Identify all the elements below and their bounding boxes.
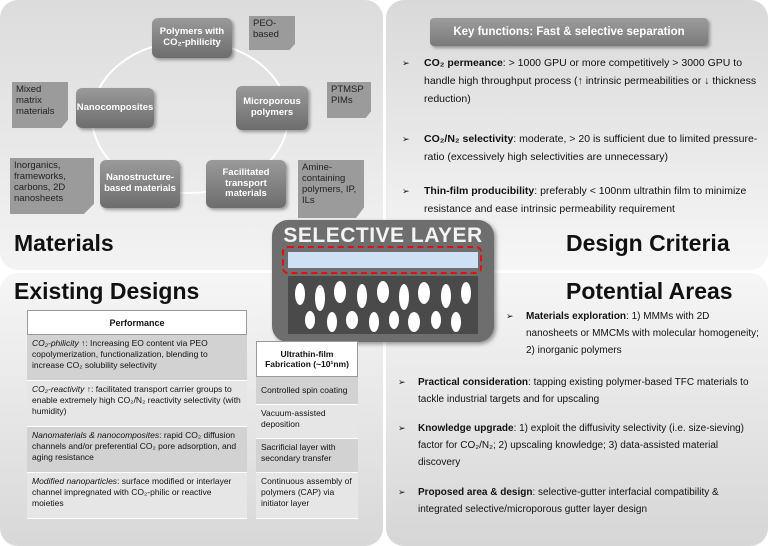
- potential-text: : 1) exploit the diffusivity selectivity…: [418, 423, 745, 468]
- peo-based-text: PEO-based: [253, 18, 279, 40]
- nanocomposites-box: Nanocomposites: [76, 88, 154, 128]
- performance-row: CO₂-philicity ↑: Increasing EO content v…: [27, 335, 247, 381]
- criterion-head: CO₂/N₂ selectivity: [424, 133, 514, 145]
- existing-designs-title: Existing Designs: [14, 278, 200, 304]
- row-text: : rapid CO₂ diffusion channels and/or pr…: [32, 430, 237, 462]
- fabrication-row: Sacrificial layer with secondary transfe…: [256, 439, 358, 473]
- potential-knowledge-upgrade: ➢ Knowledge upgrade: 1) exploit the diff…: [398, 420, 760, 471]
- materials-title: Materials: [14, 230, 114, 256]
- performance-row: CO₂-reactivity ↑: facilitated transport …: [27, 381, 247, 427]
- criterion-co2-n2-selectivity: ➢ CO₂/N₂ selectivity: moderate, > 20 is …: [402, 130, 758, 166]
- potential-areas-title: Potential Areas: [566, 278, 733, 304]
- potential-practical-consideration: ➢ Practical consideration: tapping exist…: [398, 374, 760, 408]
- potential-head: Practical consideration: [418, 377, 529, 388]
- fabrication-header: Ultrathin-film Fabrication (~10¹nm): [256, 341, 358, 377]
- selective-film-highlight: [282, 246, 482, 274]
- row-head: Modified nanoparticles: [32, 476, 118, 486]
- criterion-co2-permeance: ➢ CO₂ permeance: > 1000 GPU or more comp…: [402, 54, 758, 108]
- peo-based-note: PEO-based: [249, 16, 295, 50]
- criterion-thin-film: ➢ Thin-film producibility: preferably < …: [402, 182, 758, 218]
- selective-layer-graphic: SELECTIVE LAYER: [272, 220, 494, 342]
- potential-head: Proposed area & design: [418, 487, 533, 498]
- potential-text: : 1) MMMs with 2D nanosheets or MMCMs wi…: [526, 311, 759, 356]
- mixed-matrix-note: Mixed matrix materials: [12, 82, 68, 128]
- key-functions-label: Key functions: Fast & selective separati…: [453, 26, 685, 38]
- inorganics-text: Inorganics, frameworks, carbons, 2D nano…: [14, 160, 66, 204]
- fabrication-row: Continuous assembly of polymers (CAP) vi…: [256, 473, 358, 519]
- facilitated-transport-box: Facilitated transport materials: [206, 160, 286, 208]
- potential-text: : tapping existing polymer-based TFC mat…: [418, 377, 749, 405]
- fabrication-row: Vacuum-assisted deposition: [256, 405, 358, 439]
- selective-film: [288, 252, 478, 268]
- performance-header: Performance: [27, 310, 247, 335]
- potential-proposed-area: ➢ Proposed area & design: selective-gutt…: [398, 484, 760, 518]
- inorganics-note: Inorganics, frameworks, carbons, 2D nano…: [10, 158, 94, 214]
- potential-head: Knowledge upgrade: [418, 423, 514, 434]
- row-head: CO₂-philicity ↑: [32, 338, 86, 348]
- performance-table: Performance CO₂-philicity ↑: Increasing …: [27, 310, 247, 519]
- row-head: CO₂-reactivity ↑: [32, 384, 91, 394]
- amine-containing-note: Amine-containing polymers, IP, ILs: [298, 160, 364, 218]
- mixed-matrix-text: Mixed matrix materials: [16, 84, 55, 117]
- ptmsp-pims-text: PTMSP PIMs: [331, 84, 364, 106]
- criterion-text: : moderate, > 20 is sufficient due to li…: [424, 133, 758, 163]
- potential-head: Materials exploration: [526, 311, 627, 322]
- nanocomposites-label: Nanocomposites: [76, 101, 154, 113]
- fabrication-row: Controlled spin coating: [256, 377, 358, 405]
- selective-layer-label: SELECTIVE LAYER: [283, 224, 483, 247]
- nanostructure-materials-box: Nanostructure-based materials: [100, 160, 180, 208]
- performance-row: Modified nanoparticles: surface modified…: [27, 473, 247, 519]
- bullet-arrow-icon: ➢: [506, 311, 514, 321]
- amine-containing-text: Amine-containing polymers, IP, ILs: [302, 162, 357, 206]
- polymers-co2-philicity-label: Polymers with CO₂-philicity: [159, 26, 225, 48]
- design-criteria-title: Design Criteria: [566, 230, 730, 256]
- criterion-head: Thin-film producibility: [424, 185, 535, 197]
- bullet-arrow-icon: ➢: [402, 134, 410, 144]
- bullet-arrow-icon: ➢: [398, 423, 406, 433]
- ptmsp-pims-note: PTMSP PIMs: [327, 82, 371, 118]
- microporous-polymers-label: Microporous polymers: [243, 96, 301, 118]
- bullet-arrow-icon: ➢: [398, 487, 406, 497]
- key-functions-banner: Key functions: Fast & selective separati…: [430, 18, 708, 46]
- performance-row: Nanomaterials & nanocomposites: rapid CO…: [27, 427, 247, 473]
- criterion-text: : > 1000 GPU or more competitively > 300…: [424, 57, 757, 105]
- potential-text: : selective-gutter interfacial compatibi…: [418, 487, 719, 515]
- nanostructure-materials-label: Nanostructure-based materials: [104, 172, 176, 194]
- row-head: Nanomaterials & nanocomposites: [32, 430, 160, 440]
- row-text: : surface modified or interlayer channel…: [32, 476, 232, 508]
- row-text: : Increasing EO content via PEO copolyme…: [32, 338, 208, 370]
- bullet-arrow-icon: ➢: [402, 186, 410, 196]
- potential-materials-exploration: ➢ Materials exploration: 1) MMMs with 2D…: [506, 308, 760, 359]
- polymers-co2-philicity-box: Polymers with CO₂-philicity: [152, 18, 232, 58]
- criterion-text: : preferably < 100nm ultrathin film to m…: [424, 185, 747, 215]
- row-text: : facilitated transport carrier groups t…: [32, 384, 241, 416]
- microporous-polymers-box: Microporous polymers: [236, 86, 308, 130]
- facilitated-transport-label: Facilitated transport materials: [222, 166, 270, 200]
- bullet-arrow-icon: ➢: [398, 377, 406, 387]
- bullet-arrow-icon: ➢: [402, 58, 410, 68]
- criterion-head: CO₂ permeance: [424, 57, 503, 69]
- fabrication-table: Ultrathin-film Fabrication (~10¹nm) Cont…: [256, 341, 358, 519]
- porous-support-layer: [288, 276, 478, 334]
